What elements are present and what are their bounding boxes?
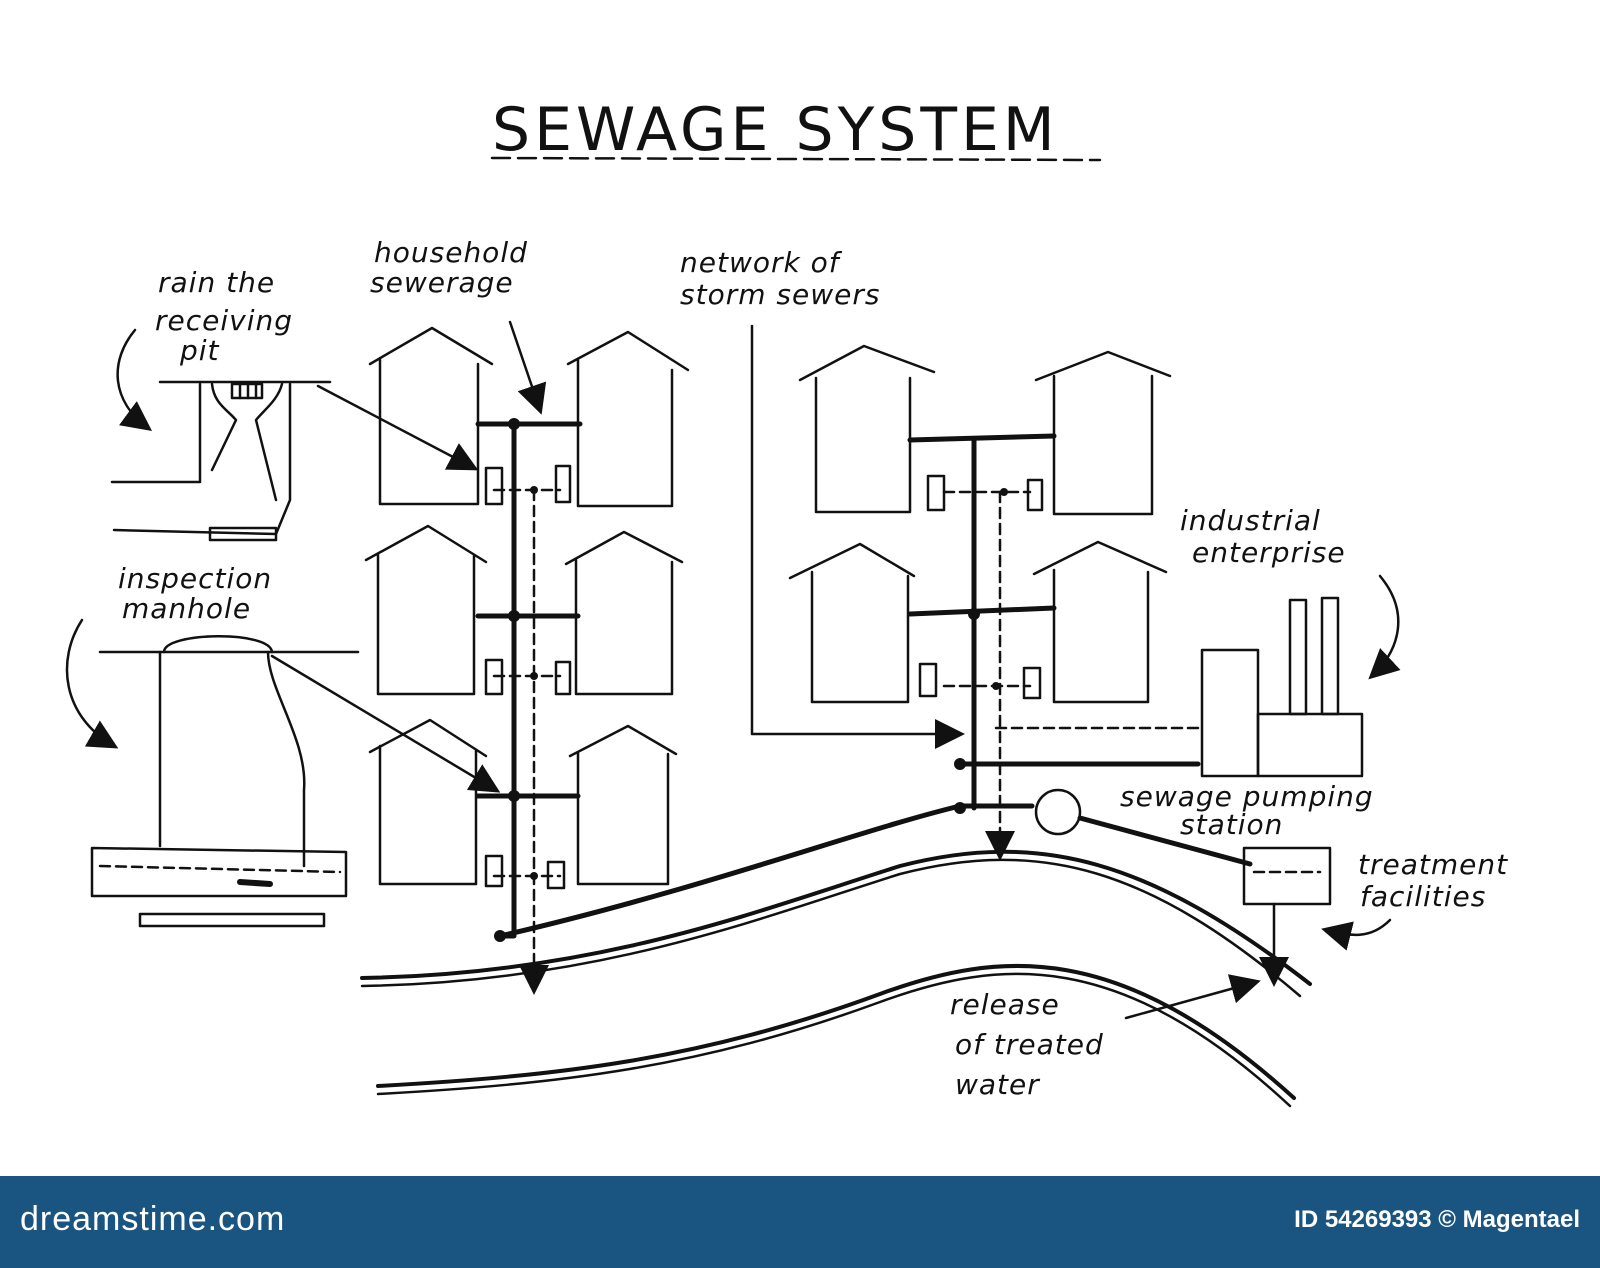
pipe-junction-nodes-left (494, 418, 538, 942)
river-bank-lower-inner (376, 972, 1292, 1108)
release-arrow (1124, 974, 1261, 1020)
svg-text:facilities: facilities (1360, 880, 1486, 913)
label-pumping-station: sewage pumping station (1120, 780, 1374, 841)
storm-network-line (750, 324, 965, 749)
river-bank-upper-inner (360, 858, 1302, 998)
svg-text:station: station (1180, 808, 1283, 841)
diagram-title: SEWAGE SYSTEM (492, 95, 1059, 165)
svg-text:receiving: receiving (155, 304, 293, 337)
svg-text:network of: network of (680, 246, 843, 279)
label-industrial-enterprise: industrial enterprise (1180, 504, 1346, 569)
rain-receiving-pit (110, 328, 332, 542)
right-houses (788, 344, 1172, 704)
label-rain-pit: rain the receiving pit (155, 266, 293, 367)
storm-grates-right (918, 474, 1044, 700)
svg-text:pit: pit (179, 334, 220, 367)
household-sewer-pipes-right (907, 433, 1201, 811)
label-release-water: release of treated water (950, 988, 1104, 1101)
pit-connection-arrow (316, 384, 479, 471)
industrial-building (1200, 574, 1401, 778)
svg-text:sewage pumping: sewage pumping (1120, 780, 1374, 813)
left-houses (364, 326, 690, 886)
storm-dashed-pipes-right (942, 490, 1202, 861)
manhole-connection-arrow (270, 654, 501, 793)
svg-text:release: release (950, 988, 1060, 1021)
svg-text:industrial: industrial (1180, 504, 1321, 537)
pumping-station-circle (1034, 788, 1082, 836)
storm-grates-left (484, 464, 572, 890)
svg-text:sewerage: sewerage (370, 266, 514, 299)
footer-brand[interactable]: dreamstime.com (20, 1200, 286, 1238)
svg-text:treatment: treatment (1358, 848, 1508, 881)
river-bank-upper (360, 849, 1312, 986)
svg-text:manhole: manhole (122, 592, 251, 625)
treatment-facility (1242, 846, 1392, 987)
inspection-manhole (65, 618, 360, 928)
svg-text:inspection: inspection (118, 562, 272, 595)
label-household-sewerage: household sewerage (370, 236, 528, 299)
watermark-footer: dreamstime.com ID 54269393 © Magentael (0, 1176, 1600, 1268)
pumping-outflow-pipe (1077, 815, 1253, 867)
svg-text:of treated: of treated (955, 1028, 1104, 1061)
label-inspection-manhole: inspection manhole (118, 562, 272, 625)
diagram-stage: SEWAGE SYSTEM rain the receiving pit hou… (65, 95, 1508, 1108)
footer-credit: ID 54269393 © Magentael (1294, 1206, 1580, 1233)
household-label-arrow (508, 320, 547, 415)
svg-text:rain the: rain the (158, 266, 275, 299)
label-storm-sewers: network of storm sewers (680, 246, 880, 311)
river-bank-lower (376, 963, 1296, 1100)
storm-dashed-pipes-left (492, 488, 562, 995)
svg-text:water: water (955, 1068, 1040, 1101)
sewage-diagram: SEWAGE SYSTEM rain the receiving pit hou… (65, 95, 1508, 1108)
svg-text:storm sewers: storm sewers (680, 278, 880, 311)
main-collector-pipe (497, 803, 1035, 939)
title-underline (490, 156, 1102, 162)
label-treatment-facilities: treatment facilities (1358, 848, 1508, 913)
svg-text:household: household (374, 236, 528, 269)
svg-text:enterprise: enterprise (1192, 536, 1346, 569)
